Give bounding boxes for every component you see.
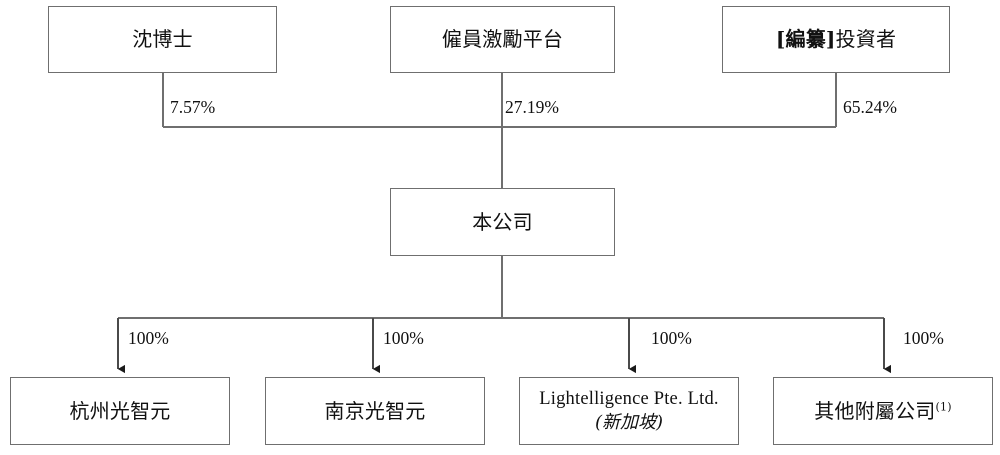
ownership-label-shareholder-2: 65.24%	[843, 97, 897, 117]
ownership-label-subsidiary-3: 100%	[903, 328, 944, 348]
shareholder-node-2: [編纂]投資者	[722, 6, 950, 73]
company-node: 本公司	[390, 188, 615, 256]
subsidiary-label-1: 南京光智元	[324, 398, 426, 423]
subsidiary-node-1: 南京光智元	[265, 377, 485, 445]
subsidiary-label-2: Lightelligence Pte. Ltd.	[539, 389, 719, 410]
subsidiary-node-0: 杭州光智元	[10, 377, 230, 445]
ownership-label-shareholder-1: 27.19%	[505, 97, 559, 117]
shareholder-node-0: 沈博士	[48, 6, 277, 73]
ownership-label-shareholder-0: 7.57%	[170, 97, 216, 117]
ownership-label-subsidiary-2: 100%	[651, 328, 692, 348]
subsidiary-label-3: 其他附屬公司(1)	[814, 399, 951, 423]
subsidiary-label-3-text: 其他附屬公司	[814, 398, 936, 423]
shareholder-label-0: 沈博士	[132, 27, 193, 52]
subsidiary-node-2: Lightelligence Pte. Ltd. (新加坡)	[519, 377, 739, 445]
subsidiary-label-0: 杭州光智元	[69, 398, 171, 423]
subsidiary-footnote-marker-3: (1)	[935, 400, 952, 414]
subsidiary-sublabel-2: (新加坡)	[594, 411, 664, 433]
company-label: 本公司	[472, 209, 533, 234]
shareholder-label-2: [編纂]投資者	[776, 27, 896, 51]
subsidiary-node-3: 其他附屬公司(1)	[773, 377, 993, 445]
ownership-label-subsidiary-0: 100%	[128, 328, 169, 348]
shareholder-label-2-rest: 投資者	[835, 27, 897, 52]
subsidiary-text-block-2: Lightelligence Pte. Ltd. (新加坡)	[539, 388, 718, 434]
shareholder-label-2-bracket: [編纂]	[775, 27, 836, 52]
ownership-label-subsidiary-1: 100%	[383, 328, 424, 348]
shareholder-label-1: 僱員激勵平台	[441, 27, 564, 52]
shareholder-node-1: 僱員激勵平台	[390, 6, 615, 73]
